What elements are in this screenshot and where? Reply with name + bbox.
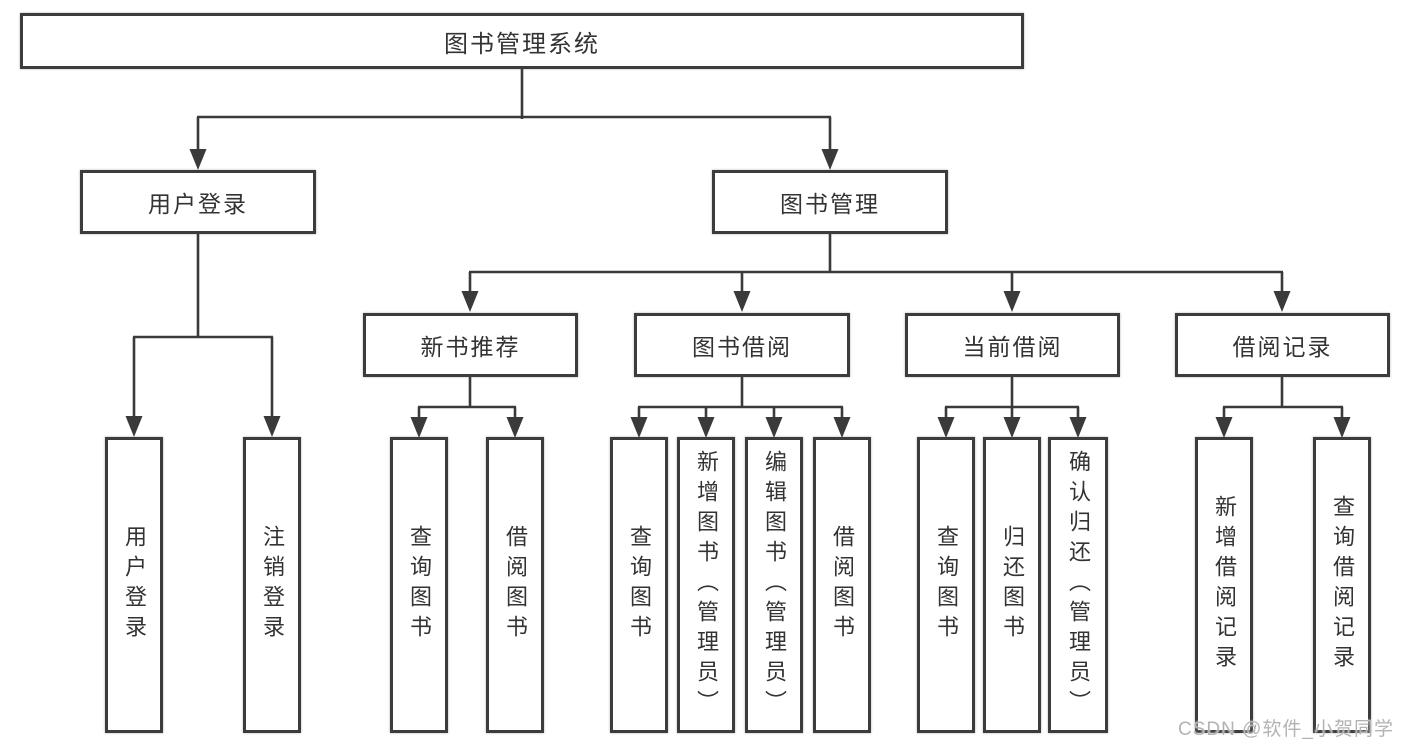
node-user-login: 用户登录 (80, 170, 316, 234)
node-label: 新书推荐 (420, 334, 521, 360)
leaf-query-books-current: 查询图书 (917, 437, 975, 733)
leaf-borrow-books: 借阅图书 (813, 437, 871, 733)
node-label: 查询借阅记录 (1330, 495, 1355, 675)
leaf-query-borrow-record: 查询借阅记录 (1313, 437, 1371, 733)
node-label: 用户登录 (148, 191, 248, 217)
csdn-watermark: CSDN @软件_小贺同学 (1178, 719, 1394, 740)
node-label: 用户登录 (122, 525, 147, 645)
arrowhead-down-icon (1003, 417, 1021, 438)
node-library-management-system: 图书管理系统 (20, 13, 1024, 69)
arrowhead-down-icon (1333, 417, 1351, 438)
arrowhead-down-icon (937, 417, 955, 438)
arrowhead-down-icon (461, 291, 479, 312)
arrowhead-down-icon (733, 291, 751, 312)
node-label: 当前借阅 (962, 334, 1063, 360)
arrowhead-down-icon (821, 149, 839, 170)
arrowhead-down-icon (263, 416, 281, 437)
node-label: 确认归还（管理员） (1066, 450, 1091, 720)
arrowhead-down-icon (1215, 417, 1233, 438)
arrowhead-down-icon (630, 417, 648, 438)
node-new-book-recommendation: 新书推荐 (363, 313, 578, 377)
node-label: 图书管理 (780, 191, 880, 217)
leaf-confirm-return-admin: 确认归还（管理员） (1048, 437, 1108, 733)
node-label: 查询图书 (407, 525, 432, 645)
arrowhead-down-icon (697, 417, 715, 438)
node-label: 新增借阅记录 (1212, 495, 1237, 675)
node-book-borrowing: 图书借阅 (634, 313, 850, 377)
arrowhead-down-icon (506, 417, 524, 438)
node-label: 借阅图书 (503, 525, 528, 645)
node-borrowing-records: 借阅记录 (1175, 313, 1390, 377)
node-label: 查询图书 (627, 525, 652, 645)
node-label: 图书管理系统 (444, 30, 600, 58)
leaf-logout-login: 注销登录 (243, 437, 301, 733)
arrowhead-down-icon (125, 416, 143, 437)
arrowhead-down-icon (189, 149, 207, 170)
node-label: 借阅记录 (1232, 334, 1333, 360)
leaf-query-books-recommend: 查询图书 (390, 437, 448, 733)
arrowhead-down-icon (410, 417, 428, 438)
leaf-edit-books-admin: 编辑图书（管理员） (745, 437, 803, 733)
node-label: 借阅图书 (830, 525, 855, 645)
leaf-query-books-borrow: 查询图书 (610, 437, 668, 733)
node-label: 新增图书（管理员） (694, 450, 719, 720)
node-label: 查询图书 (934, 525, 959, 645)
leaf-add-books-admin: 新增图书（管理员） (677, 437, 735, 733)
node-book-management: 图书管理 (712, 170, 948, 234)
arrowhead-down-icon (765, 417, 783, 438)
arrowhead-down-icon (1069, 417, 1087, 438)
arrowhead-down-icon (1273, 291, 1291, 312)
node-label: 编辑图书（管理员） (762, 450, 787, 720)
arrowhead-down-icon (833, 417, 851, 438)
node-current-borrowing: 当前借阅 (905, 313, 1120, 377)
node-label: 注销登录 (260, 525, 285, 645)
node-label: 归还图书 (1000, 525, 1025, 645)
leaf-borrow-books-recommend: 借阅图书 (486, 437, 544, 733)
leaf-return-books: 归还图书 (983, 437, 1041, 733)
leaf-user-login: 用户登录 (105, 437, 163, 733)
arrowhead-down-icon (1003, 291, 1021, 312)
leaf-add-borrow-record: 新增借阅记录 (1195, 437, 1253, 733)
node-label: 图书借阅 (692, 334, 792, 360)
